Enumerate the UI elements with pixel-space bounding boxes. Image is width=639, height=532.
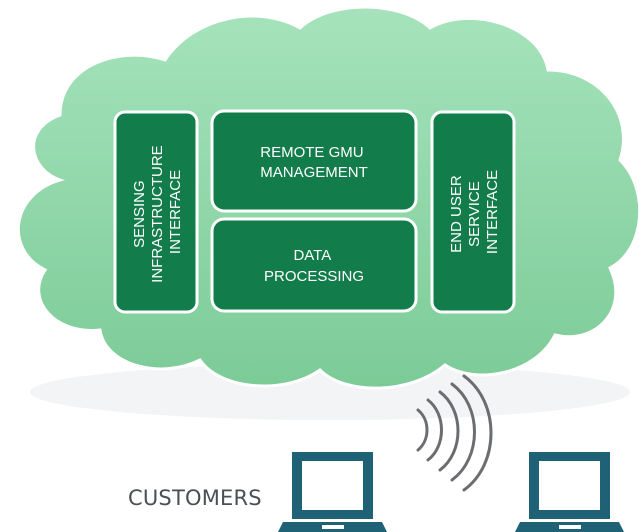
laptop-icon — [515, 452, 624, 532]
end-user-label-line-2: SERVICE — [466, 181, 483, 247]
module-sensing-infrastructure-interface: SENSING INFRASTRUCTURE INTERFACE — [113, 110, 199, 314]
svg-text:SENSING INFRASTRUCTURE: SENSING INFRASTRUCTURE INTERFACE — [131, 141, 184, 283]
remote-gmu-label-line-2: MANAGEMENT — [260, 164, 368, 181]
customers-label: CUSTOMERS — [128, 486, 262, 510]
sensing-label-line-3: INTERFACE — [167, 170, 184, 254]
module-end-user-service-interface: END USER SERVICE INTERFACE — [430, 110, 516, 314]
sensing-label-line-1: SENSING — [131, 180, 148, 248]
cloud-shadow — [30, 364, 630, 420]
module-remote-gmu-management: REMOTE GMU MANAGEMENT — [210, 109, 418, 213]
end-user-label-line-1: END USER — [448, 175, 465, 253]
sensing-label-line-2: INFRASTRUCTURE — [149, 145, 166, 283]
data-processing-label-line-2: PROCESSING — [264, 268, 364, 285]
svg-text:DATA PROCESSING: DATA PROCESSING — [264, 247, 364, 285]
end-user-label-line-3: INTERFACE — [484, 170, 501, 254]
module-data-processing: DATA PROCESSING — [210, 217, 418, 313]
laptop-icon — [278, 452, 387, 532]
remote-gmu-label-line-1: REMOTE GMU — [260, 144, 363, 161]
data-processing-label-line-1: DATA — [293, 247, 331, 264]
svg-text:END USER SERVICE I: END USER SERVICE INTERFACE — [448, 170, 501, 254]
wireless-signal-icon — [416, 374, 493, 492]
svg-text:REMOTE GMU MANAGEMENT: REMOTE GMU MANAGEMENT — [260, 144, 368, 181]
